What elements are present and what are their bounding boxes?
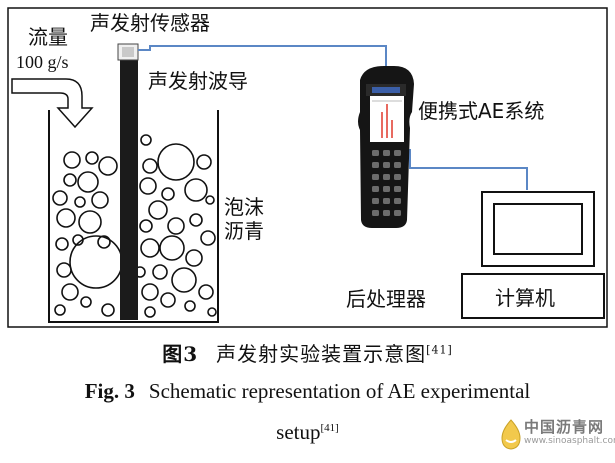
foam-bubble	[198, 284, 214, 300]
foam-bubble	[171, 267, 197, 293]
watermark-url: www.sinoasphalt.com	[524, 436, 615, 446]
device-key	[383, 174, 390, 180]
device-key	[394, 210, 401, 216]
caption-cn: 图3 声发射实验装置示意图[41]	[0, 338, 615, 367]
device-key	[383, 186, 390, 192]
flow-arrow	[11, 78, 94, 129]
computer-cable	[404, 149, 528, 190]
foam-bubble	[69, 235, 123, 289]
sensor-cable	[138, 45, 387, 70]
foam-bubble	[97, 235, 111, 249]
caption-cn-fig-number: 图3	[162, 342, 199, 366]
device-key	[372, 174, 379, 180]
foam-bubble	[63, 173, 77, 187]
device-key	[383, 198, 390, 204]
foam-bubble	[61, 283, 79, 301]
monitor-screen	[493, 203, 583, 255]
foam-bubble	[80, 296, 92, 308]
foam-bubble	[167, 217, 185, 235]
label-sensor: 声发射传感器	[90, 11, 210, 35]
caption-en-fig-number: Fig. 3	[84, 379, 135, 403]
device-key	[383, 162, 390, 168]
device-key	[383, 150, 390, 156]
foam-bubble	[196, 154, 212, 170]
computer-box	[461, 273, 605, 319]
foam-bubble	[142, 158, 158, 174]
foam-bubble	[184, 300, 196, 312]
foam-bubble	[52, 190, 68, 206]
caption-en-ref: [41]	[320, 422, 339, 434]
device-key	[372, 210, 379, 216]
foam-bubble	[139, 219, 153, 233]
device-key	[372, 150, 379, 156]
label-portable-ae: 便携式AE系统	[418, 99, 544, 123]
device-key	[394, 162, 401, 168]
device-key	[394, 150, 401, 156]
foam-bubble	[63, 151, 81, 169]
diagram-frame	[7, 7, 608, 328]
device-key	[372, 186, 379, 192]
portable-ae-device	[358, 66, 414, 228]
device-key	[372, 198, 379, 204]
device-key	[383, 210, 390, 216]
label-foam-line2: 沥青	[224, 219, 264, 243]
foam-bubble	[74, 196, 86, 208]
foam-bubble	[98, 156, 118, 176]
watermark-title: 中国沥青网	[524, 418, 605, 436]
label-foam-line1: 泡沫	[224, 195, 264, 219]
foam-bubble	[141, 283, 159, 301]
foam-bubble	[152, 264, 168, 280]
foam-bubble	[205, 195, 215, 205]
foam-bubble	[189, 213, 203, 227]
foam-bubble	[148, 200, 168, 220]
device-key	[372, 162, 379, 168]
foam-bubble	[77, 171, 99, 193]
foam-bubble	[91, 191, 109, 209]
device-key	[394, 186, 401, 192]
foam-bubble	[78, 210, 102, 234]
foam-bubble	[56, 208, 76, 228]
label-flow-title: 流量	[28, 25, 68, 49]
label-flow-value: 100 g/s	[16, 52, 69, 72]
label-waveguide: 声发射波导	[148, 69, 248, 93]
device-key	[394, 174, 401, 180]
foam-bubble	[140, 134, 152, 146]
caption-en-line2: setup[41]	[0, 420, 615, 445]
foam-bubble	[159, 235, 185, 261]
device-key	[394, 198, 401, 204]
foam-bubble	[144, 306, 156, 318]
caption-en-line1: Fig. 3 Schematic representation of AE exp…	[0, 379, 615, 404]
caption-en-text-line1: Schematic representation of AE experimen…	[148, 379, 531, 403]
foam-bubble	[139, 177, 157, 195]
foam-bubble	[56, 262, 72, 278]
foam-bubble	[55, 237, 69, 251]
foam-bubbles	[52, 134, 217, 318]
foam-bubble	[157, 143, 195, 181]
foam-bubble	[200, 230, 216, 246]
device-keypad	[372, 150, 401, 216]
foam-bubble	[184, 178, 208, 202]
foam-bubble	[54, 304, 66, 316]
foam-container	[48, 110, 219, 323]
foam-bubble	[101, 303, 115, 317]
caption-cn-text: 声发射实验装置示意图	[216, 342, 427, 366]
foam-bubble	[85, 151, 99, 165]
foam-bubble	[140, 238, 160, 258]
foam-bubble	[207, 307, 217, 317]
foam-bubble	[161, 187, 175, 201]
caption-cn-ref: [41]	[426, 343, 453, 357]
foam-bubble	[185, 249, 203, 267]
label-computer: 计算机	[495, 286, 555, 310]
watermark: 中国沥青网 www.sinoasphalt.com	[498, 414, 615, 456]
foam-bubble	[160, 292, 176, 308]
watermark-logo-icon	[501, 419, 521, 450]
label-processor: 后处理器	[346, 287, 426, 311]
computer	[461, 191, 605, 319]
caption-en-text-line2: setup	[276, 420, 321, 444]
sensor-face	[122, 47, 134, 57]
waveguide-rod	[120, 58, 138, 320]
